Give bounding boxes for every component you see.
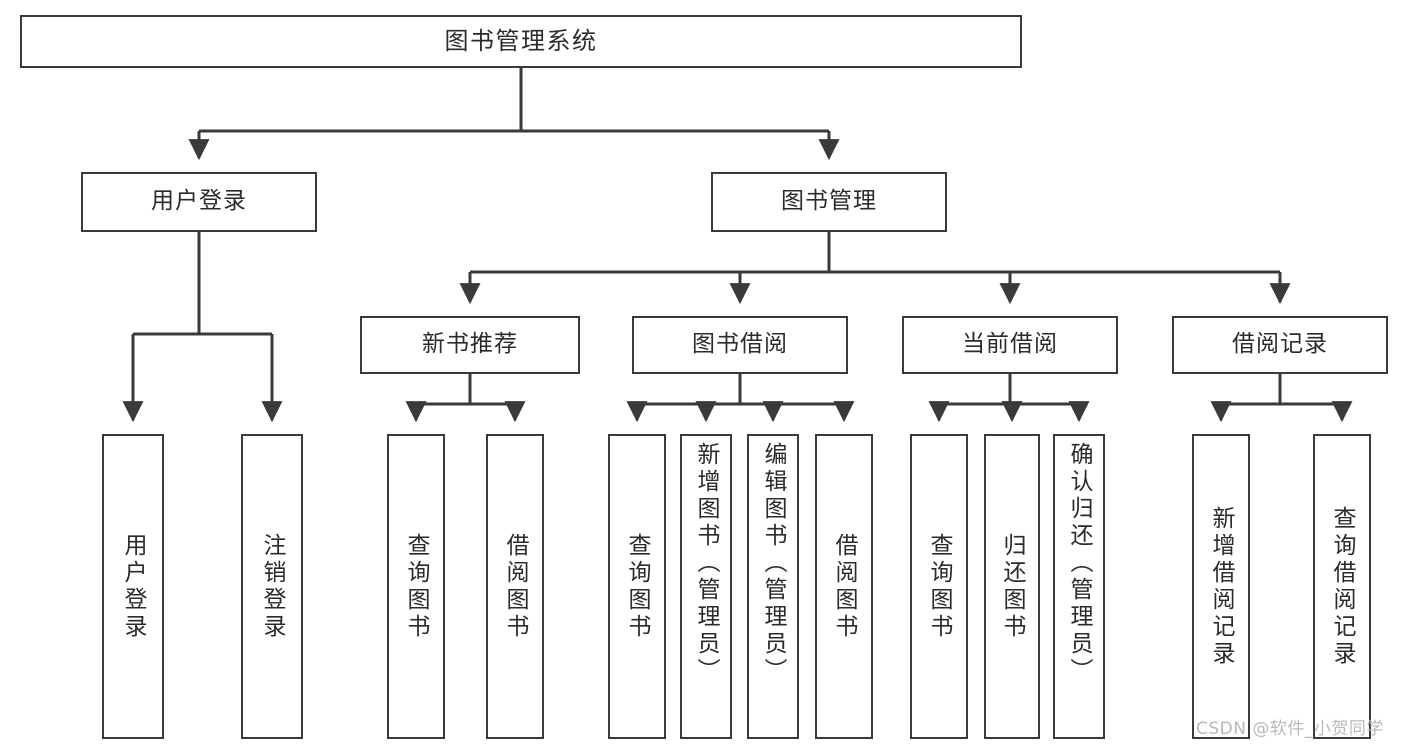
node-leaf-query-borrow-record-label: 查询借阅记录 — [1329, 505, 1355, 668]
node-new-book-recommend-label: 新书推荐 — [422, 331, 518, 358]
node-leaf-query-borrow-record[interactable]: 查询借阅记录 — [1313, 434, 1371, 739]
node-leaf-query-book-1-label: 查询图书 — [403, 532, 429, 641]
node-current-borrow-label: 当前借阅 — [962, 331, 1058, 358]
node-leaf-add-book[interactable]: 新增图书（管理员） — [680, 434, 732, 739]
node-leaf-borrow-book-2-label: 借阅图书 — [831, 532, 857, 641]
node-leaf-add-borrow-record[interactable]: 新增借阅记录 — [1192, 434, 1250, 739]
node-leaf-return-book[interactable]: 归还图书 — [984, 434, 1040, 739]
node-leaf-logout-login-label: 注销登录 — [259, 532, 285, 641]
node-leaf-return-book-label: 归还图书 — [999, 532, 1025, 641]
node-leaf-user-login[interactable]: 用户登录 — [102, 434, 164, 739]
node-leaf-edit-book-label: 编辑图书（管理员） — [760, 442, 786, 685]
node-leaf-query-book-1[interactable]: 查询图书 — [387, 434, 445, 739]
node-book-borrow-label: 图书借阅 — [692, 331, 788, 358]
node-leaf-query-book-2[interactable]: 查询图书 — [608, 434, 666, 739]
node-leaf-add-borrow-record-label: 新增借阅记录 — [1208, 505, 1234, 668]
node-book-manage-label: 图书管理 — [781, 188, 877, 215]
node-leaf-logout-login[interactable]: 注销登录 — [241, 434, 303, 739]
node-leaf-borrow-book-1[interactable]: 借阅图书 — [486, 434, 544, 739]
node-leaf-query-book-2-label: 查询图书 — [624, 532, 650, 641]
watermark-text: CSDN @软件_小贺同学 — [1196, 719, 1384, 739]
node-book-manage[interactable]: 图书管理 — [711, 172, 947, 232]
node-leaf-add-book-label: 新增图书（管理员） — [693, 442, 719, 685]
node-leaf-borrow-book-2[interactable]: 借阅图书 — [815, 434, 873, 739]
node-leaf-confirm-return[interactable]: 确认归还（管理员） — [1053, 434, 1105, 739]
node-leaf-user-login-label: 用户登录 — [120, 532, 146, 641]
node-leaf-edit-book[interactable]: 编辑图书（管理员） — [747, 434, 799, 739]
node-user-login[interactable]: 用户登录 — [81, 172, 317, 232]
node-user-login-label: 用户登录 — [151, 188, 247, 215]
node-leaf-confirm-return-label: 确认归还（管理员） — [1066, 442, 1092, 685]
node-new-book-recommend[interactable]: 新书推荐 — [360, 316, 580, 374]
node-leaf-query-book-3[interactable]: 查询图书 — [910, 434, 968, 739]
node-book-borrow[interactable]: 图书借阅 — [632, 316, 848, 374]
node-borrow-record-label: 借阅记录 — [1232, 331, 1328, 358]
node-leaf-borrow-book-1-label: 借阅图书 — [502, 532, 528, 641]
node-root[interactable]: 图书管理系统 — [20, 15, 1022, 68]
node-borrow-record[interactable]: 借阅记录 — [1172, 316, 1388, 374]
node-root-label: 图书管理系统 — [444, 27, 598, 56]
node-current-borrow[interactable]: 当前借阅 — [902, 316, 1118, 374]
node-leaf-query-book-3-label: 查询图书 — [926, 532, 952, 641]
